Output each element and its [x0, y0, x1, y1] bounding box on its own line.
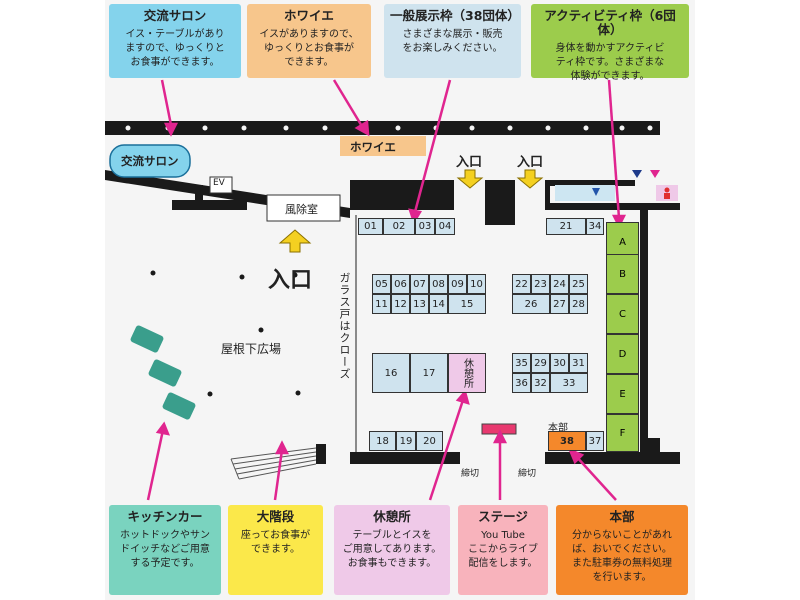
- entrance-2-label: 入口: [517, 155, 544, 170]
- booth: 15: [448, 294, 486, 314]
- hq-label: 本部: [548, 423, 568, 434]
- exhibit-callout: 一般展示枠（38団体） さまざまな展示・販売 をお楽しみください。: [384, 4, 521, 78]
- foyer-callout-body: イスがありますので、 ゆっくりとお食事が できます。: [259, 29, 359, 68]
- booth: 19: [396, 431, 416, 451]
- activity-callout-title: アクティビティ枠（6団体）: [544, 8, 676, 37]
- foyer-callout: ホワイエ イスがありますので、 ゆっくりとお食事が できます。: [247, 4, 371, 78]
- booth: 04: [435, 218, 455, 235]
- booth: 24: [550, 274, 569, 294]
- cutoff-label-1: 締切: [461, 469, 480, 479]
- stage-callout-body: You Tube ここからライブ 配信をします。: [468, 530, 538, 569]
- booth: 33: [550, 373, 588, 393]
- booth: 03: [415, 218, 435, 235]
- exhibit-callout-body: さまざまな展示・販売 をお楽しみください。: [402, 29, 503, 54]
- salon-callout: 交流サロン イス・テーブルがあり ますので、ゆっくりと お食事ができます。: [109, 4, 241, 78]
- booth: 29: [531, 353, 550, 373]
- rest-callout-body: テーブルとイスを ご用意してあります。 お食事もできます。: [342, 530, 442, 569]
- booth: 17: [410, 353, 448, 393]
- booth: 09: [448, 274, 467, 294]
- rest-area-booth: 休憩所: [448, 353, 486, 393]
- booth: 35: [512, 353, 531, 373]
- booth: 21: [546, 218, 586, 235]
- windbreak-label: 風除室: [285, 203, 318, 216]
- stage-callout: ステージ You Tube ここからライブ 配信をします。: [458, 505, 548, 595]
- entrance-main-label: 入口: [268, 268, 313, 293]
- booth: 22: [512, 274, 531, 294]
- rest-area-label: 休憩所: [461, 358, 473, 388]
- activity-booth: C: [606, 294, 639, 334]
- hq-callout-body: 分からないことがあれ ば、おいでください。 また駐車券の無料処理 を行います。: [572, 530, 672, 583]
- booth: 16: [372, 353, 410, 393]
- booth: 25: [569, 274, 588, 294]
- booth: 34: [586, 218, 604, 235]
- salon-callout-body: イス・テーブルがあり ますので、ゆっくりと お食事ができます。: [125, 29, 225, 68]
- booth: 11: [372, 294, 391, 314]
- activity-booth: E: [606, 374, 639, 414]
- salon-callout-title: 交流サロン: [143, 8, 207, 23]
- booth: 27: [550, 294, 569, 314]
- plaza-label: 屋根下広場: [221, 342, 282, 356]
- foyer-label: ホワイエ: [350, 140, 396, 154]
- foyer-callout-title: ホワイエ: [284, 8, 334, 23]
- booth: 28: [569, 294, 588, 314]
- activity-booth: D: [606, 334, 639, 374]
- booth: 36: [512, 373, 531, 393]
- booth: 02: [383, 218, 415, 235]
- booth: 07: [410, 274, 429, 294]
- kitchen-callout: キッチンカー ホットドックやサン ドイッチなどご用意 する予定です。: [109, 505, 221, 595]
- booth: 37: [586, 431, 604, 451]
- stairs-callout-body: 座ってお食事が できます。: [240, 530, 311, 555]
- booth: 20: [416, 431, 443, 451]
- hq-callout: 本部 分からないことがあれ ば、おいでください。 また駐車券の無料処理 を行いま…: [556, 505, 688, 595]
- rest-callout: 休憩所 テーブルとイスを ご用意してあります。 お食事もできます。: [334, 505, 450, 595]
- stairs-callout-title: 大階段: [256, 509, 295, 524]
- booth: 06: [391, 274, 410, 294]
- activity-booth: B: [606, 254, 639, 294]
- rest-callout-title: 休憩所: [373, 509, 411, 524]
- entrance-1-label: 入口: [456, 155, 483, 170]
- booth: 30: [550, 353, 569, 373]
- booth: 14: [429, 294, 448, 314]
- hq-booth: 38: [548, 431, 586, 451]
- salon-label: 交流サロン: [121, 154, 179, 168]
- booth: 18: [369, 431, 396, 451]
- activity-callout-body: 身体を動かすアクティビ ティ枠です。さまざまな 体験ができます。: [555, 43, 665, 82]
- booth: 10: [467, 274, 486, 294]
- booth: 26: [512, 294, 550, 314]
- stage-callout-title: ステージ: [478, 509, 528, 524]
- glass-door-note: ガラス戸はクローズ: [338, 272, 351, 380]
- stairs-callout: 大階段 座ってお食事が できます。: [228, 505, 323, 595]
- ev-label: EV: [213, 178, 225, 188]
- booth: 08: [429, 274, 448, 294]
- activity-callout: アクティビティ枠（6団体） 身体を動かすアクティビ ティ枠です。さまざまな 体験…: [531, 4, 689, 82]
- kitchen-callout-title: キッチンカー: [127, 509, 203, 524]
- kitchen-callout-body: ホットドックやサン ドイッチなどご用意 する予定です。: [120, 530, 210, 569]
- booth: 32: [531, 373, 550, 393]
- booth: 13: [410, 294, 429, 314]
- booth: 23: [531, 274, 550, 294]
- activity-booth: F: [606, 414, 639, 452]
- cutoff-label-2: 締切: [518, 469, 537, 479]
- booth: 05: [372, 274, 391, 294]
- booth: 01: [358, 218, 383, 235]
- exhibit-callout-title: 一般展示枠（38団体）: [390, 8, 520, 23]
- booth: 31: [569, 353, 588, 373]
- booth: 12: [391, 294, 410, 314]
- hq-callout-title: 本部: [609, 509, 635, 524]
